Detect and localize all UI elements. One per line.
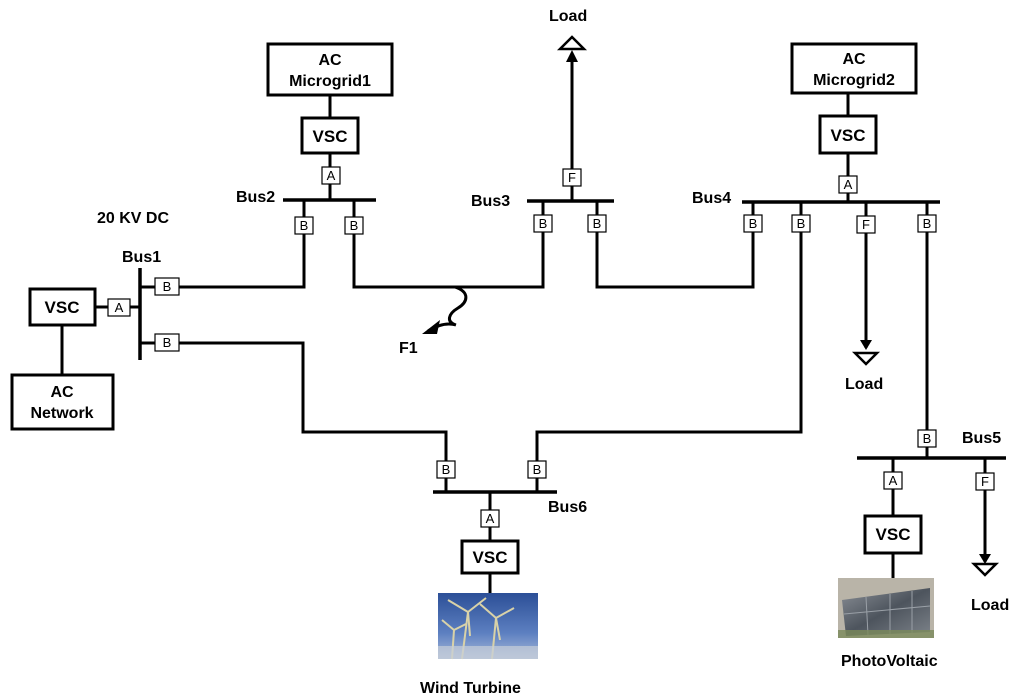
breaker-label: B bbox=[797, 216, 806, 231]
load-label-bus5: Load bbox=[971, 597, 1009, 614]
load-label-bus4: Load bbox=[845, 376, 883, 393]
breaker-label: B bbox=[300, 218, 309, 233]
breaker-label: B bbox=[923, 431, 932, 446]
breaker-b-bus2-left: B bbox=[294, 216, 314, 235]
breaker-b-bus6-left: B bbox=[436, 460, 456, 479]
wire-bus1-bus6 bbox=[140, 341, 448, 492]
vsc-wind: VSC bbox=[460, 539, 520, 575]
vsc-microgrid1: VSC bbox=[300, 116, 360, 155]
breaker-label: B bbox=[442, 462, 451, 477]
breaker-a-bus1: A bbox=[107, 298, 131, 317]
ac-microgrid2-box: AC Microgrid2 bbox=[790, 42, 918, 95]
breaker-label: B bbox=[163, 335, 172, 350]
photovoltaic-label: PhotoVoltaic bbox=[841, 653, 938, 670]
breaker-label: A bbox=[844, 177, 853, 192]
breaker-label: B bbox=[539, 216, 548, 231]
breaker-b-bus3-left: B bbox=[533, 214, 553, 233]
ac-microgrid1-label-line2: Microgrid1 bbox=[289, 73, 371, 90]
vsc-label: VSC bbox=[831, 126, 866, 145]
breaker-a-bus6: A bbox=[480, 509, 500, 528]
voltage-label: 20 KV DC bbox=[97, 210, 169, 227]
breaker-label: A bbox=[327, 168, 336, 183]
wire-bus4-bus6 bbox=[535, 203, 803, 492]
breaker-b-bus5: B bbox=[917, 429, 937, 448]
vsc-label: VSC bbox=[876, 525, 911, 544]
fault-arrowhead bbox=[422, 320, 440, 334]
breaker-label: B bbox=[163, 279, 172, 294]
ac-microgrid2-label-line1: AC bbox=[842, 51, 866, 68]
fault-arrow-icon bbox=[427, 285, 468, 333]
vsc-label: VSC bbox=[313, 127, 348, 146]
breaker-b-bus3-right: B bbox=[587, 214, 607, 233]
vsc-ac-network: VSC bbox=[28, 287, 97, 327]
photovoltaic-panel-image-icon bbox=[838, 578, 934, 638]
bus3-label: Bus3 bbox=[471, 193, 510, 210]
vsc-label: VSC bbox=[473, 548, 508, 567]
ac-network-label-line2: Network bbox=[30, 405, 93, 422]
ac-network-label-line1: AC bbox=[50, 384, 74, 401]
ac-microgrid1-box: AC Microgrid1 bbox=[266, 42, 394, 97]
load-arrow-icon bbox=[851, 340, 881, 366]
breaker-label: A bbox=[115, 300, 124, 315]
wind-turbine-image-icon bbox=[438, 593, 538, 660]
breaker-label: F bbox=[862, 217, 870, 232]
breaker-f-bus5: F bbox=[975, 472, 995, 491]
wind-turbine-label: Wind Turbine bbox=[420, 680, 521, 696]
breaker-b-bus1-top: B bbox=[154, 277, 180, 296]
bus2-label: Bus2 bbox=[236, 189, 275, 206]
breaker-a-bus2: A bbox=[321, 166, 341, 185]
breaker-label: B bbox=[593, 216, 602, 231]
breaker-a-bus4: A bbox=[838, 175, 858, 194]
vsc-microgrid2: VSC bbox=[818, 114, 878, 155]
load-label-top: Load bbox=[549, 8, 587, 25]
vsc-pv: VSC bbox=[863, 514, 923, 555]
bus4-label: Bus4 bbox=[692, 190, 731, 207]
breaker-label: B bbox=[923, 216, 932, 231]
breaker-b-bus4-1: B bbox=[743, 214, 763, 233]
breaker-label: A bbox=[486, 511, 495, 526]
breaker-b-bus6-right: B bbox=[527, 460, 547, 479]
ac-microgrid2-label-line2: Microgrid2 bbox=[813, 72, 895, 89]
breaker-label: B bbox=[533, 462, 542, 477]
ac-microgrid1-label-line1: AC bbox=[318, 52, 342, 69]
breaker-label: F bbox=[568, 170, 576, 185]
breaker-f-bus3: F bbox=[562, 168, 582, 187]
breaker-b-bus2-right: B bbox=[344, 216, 364, 235]
bus5-label: Bus5 bbox=[962, 430, 1001, 447]
breaker-label: B bbox=[749, 216, 758, 231]
vsc-label: VSC bbox=[45, 298, 80, 317]
fault-label: F1 bbox=[399, 340, 418, 357]
ac-network-box: AC Network bbox=[10, 373, 115, 431]
breaker-b-bus1-bottom: B bbox=[154, 333, 180, 352]
breaker-label: F bbox=[981, 474, 989, 489]
breaker-a-bus5: A bbox=[883, 471, 903, 490]
wire-bus3-bus4 bbox=[595, 202, 755, 289]
bus6-label: Bus6 bbox=[548, 499, 587, 516]
wire-bus2-bus3 bbox=[352, 200, 545, 289]
load-arrow-icon bbox=[970, 554, 1000, 577]
bus1-label: Bus1 bbox=[122, 249, 161, 266]
load-arrow-icon bbox=[556, 35, 588, 62]
breaker-f-bus4: F bbox=[856, 215, 876, 234]
breaker-b-bus4-2: B bbox=[791, 214, 811, 233]
breaker-label: B bbox=[350, 218, 359, 233]
breaker-b-bus4-3: B bbox=[917, 214, 937, 233]
breaker-label: A bbox=[889, 473, 898, 488]
